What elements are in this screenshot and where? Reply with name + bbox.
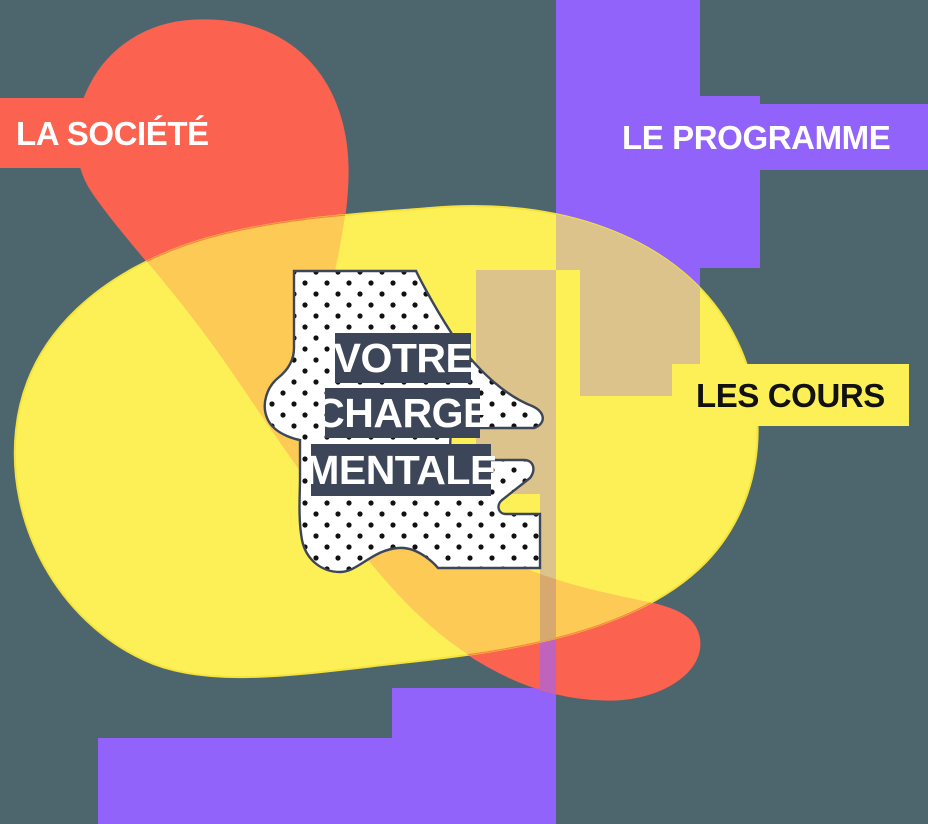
center-title-line-3-text: MENTALE — [305, 446, 497, 493]
label-la-societe-text: LA SOCIÉTÉ — [16, 114, 209, 152]
center-title-line-1-text: VOTRE — [333, 334, 473, 381]
center-title-line-3: MENTALE — [305, 444, 497, 496]
center-title-line-1: VOTRE — [333, 333, 473, 383]
le-programme-label-plate — [604, 104, 928, 170]
label-les-cours-text: LES COURS — [696, 376, 885, 414]
label-la-societe[interactable]: LA SOCIÉTÉ — [0, 98, 300, 168]
center-title-line-2-text: CHARGE — [315, 389, 490, 436]
label-le-programme[interactable]: LE PROGRAMME — [604, 104, 928, 170]
center-title-line-2: CHARGE — [315, 388, 490, 438]
la-societe-label-plate — [0, 98, 300, 168]
label-le-programme-text: LE PROGRAMME — [622, 118, 891, 156]
label-les-cours[interactable]: LES COURS — [672, 364, 909, 426]
